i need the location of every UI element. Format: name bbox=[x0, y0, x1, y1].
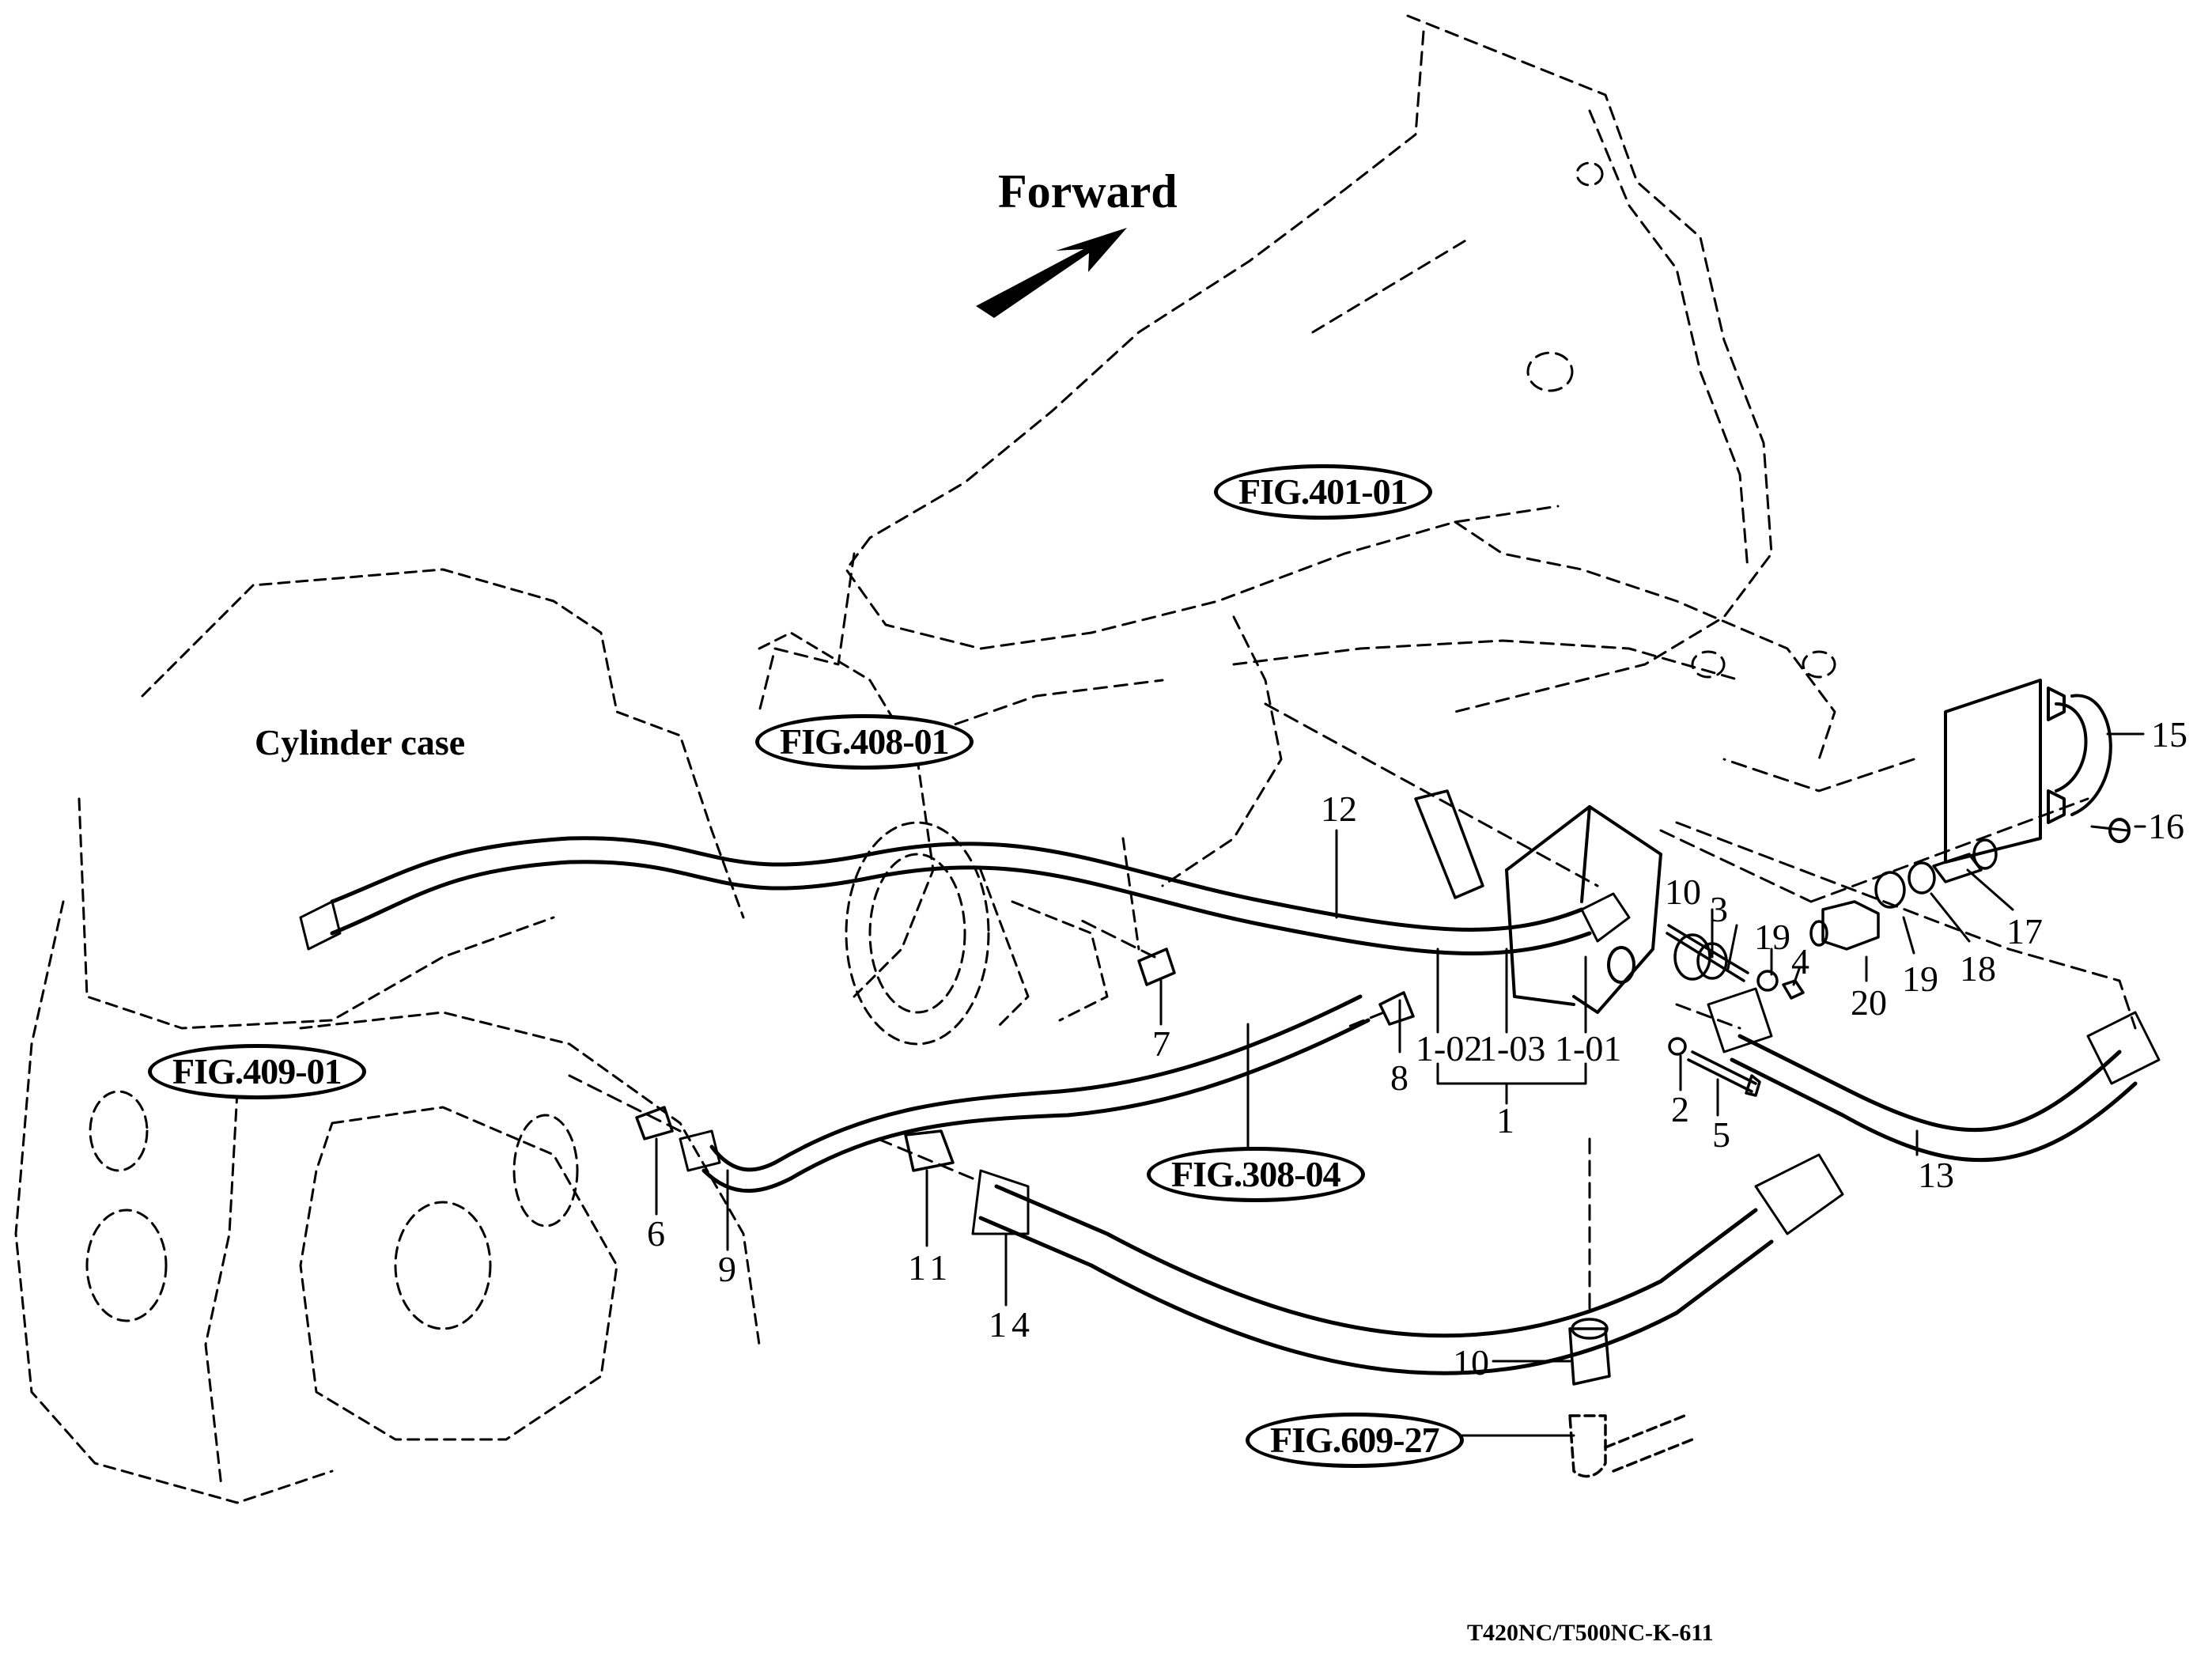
callout-5: 5 bbox=[1712, 1114, 1730, 1155]
forward-label: Forward bbox=[998, 165, 1178, 218]
callout-1-03: 1-03 bbox=[1479, 1028, 1546, 1069]
callout-4: 4 bbox=[1791, 941, 1809, 982]
engine-block-outline bbox=[14, 568, 1140, 1504]
bracket-15 bbox=[1944, 679, 2131, 864]
figure-ref-fig-401-01[interactable]: FIG.401-01 bbox=[1214, 464, 1432, 520]
hose-13 bbox=[1707, 987, 2161, 1163]
callout-19-left: 19 bbox=[1754, 917, 1790, 957]
callout-1: 1 bbox=[1496, 1100, 1514, 1140]
callout-8: 8 bbox=[1390, 1057, 1408, 1098]
cylinder-case-label: Cylinder case bbox=[255, 722, 466, 762]
callout-7: 7 bbox=[1152, 1023, 1170, 1064]
fittings-6-7-8-11 bbox=[635, 789, 1484, 1172]
callout-6: 6 bbox=[647, 1213, 665, 1254]
callout-16: 16 bbox=[2148, 806, 2184, 846]
callout-11: 11 bbox=[908, 1247, 953, 1288]
transmission-housing-outline bbox=[758, 14, 1836, 887]
fitting-10-lower bbox=[1568, 1318, 1694, 1478]
callout-10-upper: 10 bbox=[1665, 872, 1701, 912]
leader-lines bbox=[568, 702, 2146, 1437]
callout-19-right: 19 bbox=[1902, 959, 1938, 999]
callout-2: 2 bbox=[1671, 1089, 1689, 1129]
drawing-code: T420NC/T500NC-K-611 bbox=[1467, 1620, 1714, 1646]
figure-ref-fig-609-27[interactable]: FIG.609-27 bbox=[1246, 1413, 1464, 1469]
forward-arrow-icon bbox=[976, 228, 1127, 318]
valve-block bbox=[1505, 805, 1662, 1014]
figure-ref-fig-408-01[interactable]: FIG.408-01 bbox=[755, 714, 974, 770]
callout-18: 18 bbox=[1960, 948, 1996, 989]
callout-3: 3 bbox=[1710, 889, 1728, 929]
callout-1-01: 1-01 bbox=[1555, 1028, 1622, 1069]
hose-12 bbox=[299, 836, 1631, 955]
callout-9: 9 bbox=[718, 1249, 736, 1289]
figure-ref-fig-308-04[interactable]: FIG.308-04 bbox=[1147, 1147, 1365, 1203]
callout-15: 15 bbox=[2151, 714, 2187, 755]
callout-12: 12 bbox=[1321, 789, 1357, 829]
callout-17: 17 bbox=[2006, 911, 2043, 951]
callout-20: 20 bbox=[1851, 982, 1887, 1023]
fittings-17-20 bbox=[1809, 838, 1998, 951]
hose-14 bbox=[971, 1153, 1844, 1375]
hose-9 bbox=[679, 994, 1371, 1193]
callout-13: 13 bbox=[1918, 1155, 1954, 1195]
callout-14: 14 bbox=[989, 1304, 1034, 1345]
callout-10-lower: 10 bbox=[1453, 1342, 1489, 1383]
figure-ref-fig-409-01[interactable]: FIG.409-01 bbox=[148, 1044, 366, 1100]
callout-1-02: 1-02 bbox=[1416, 1028, 1483, 1069]
